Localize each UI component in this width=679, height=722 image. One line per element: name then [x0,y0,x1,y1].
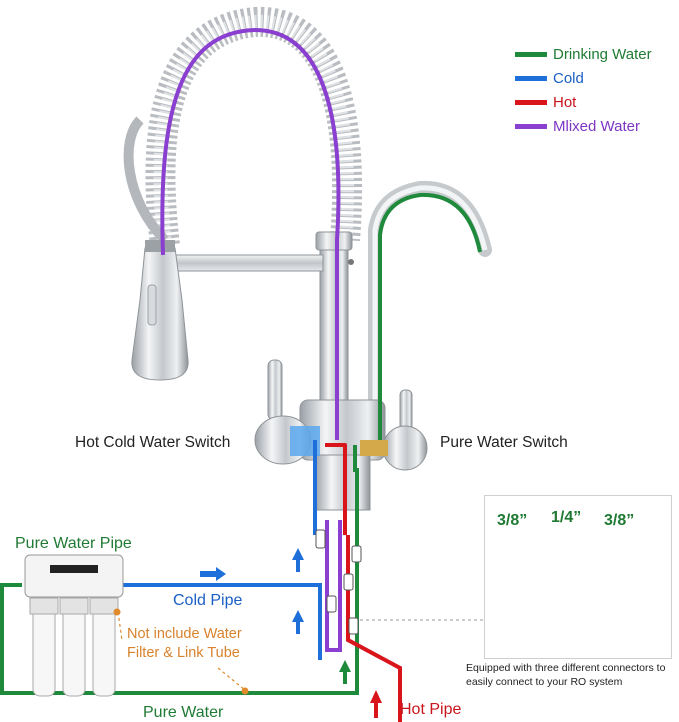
faucet-column [319,234,349,411]
hot-pipe-label: Hot Pipe [400,701,462,718]
legend-item-cold: Cold [515,66,652,90]
arrow-right-icon [200,567,226,581]
connector-size-right: 3/8” [604,512,635,529]
legend-swatch [515,51,547,57]
spray-head [131,247,189,381]
pure-water-label: Pure Water [143,704,224,721]
hot-cold-switch-label: Hot Cold Water Switch [75,434,231,451]
legend-label: Hot [553,93,577,111]
legend-swatch [515,75,547,81]
legend-label: Cold [553,69,584,87]
drinking-water-line [378,192,482,440]
hot-line [325,443,347,535]
legend-swatch [515,123,547,129]
legend-item-mixed-water: Mlixed Water [515,114,652,138]
pure-water-pipe-label: Pure Water Pipe [15,535,132,552]
connector-panel: 3/8” 1/4” 3/8” [484,495,672,659]
connector-size-left: 3/8” [497,512,528,529]
cold-pipe-line [120,583,322,660]
legend-item-drinking-water: Drinking Water [515,42,652,66]
cold-pipe-label: Cold Pipe [173,592,243,609]
spring-coil [145,6,363,247]
mixed-pipe-line [325,520,342,652]
pipes [0,445,402,722]
pure-water-line [0,445,359,695]
water-filter [24,554,249,697]
filter-note-label: Not include Water Filter & Link Tube [127,626,242,661]
legend-item-hot: Hot [515,90,652,114]
legend-label: Mlixed Water [553,117,640,135]
pure-water-switch-label: Pure Water Switch [440,434,568,451]
connector-note: Equipped with three different connectors… [466,662,666,688]
connector-size-middle: 1/4” [551,509,582,526]
arrow-up-icon [370,690,382,718]
arrow-up-icon [339,660,351,684]
flow-lines [160,28,482,535]
hot-cold-handle [267,359,283,421]
legend: Drinking Water Cold Hot Mlixed Water [515,42,652,138]
legend-label: Drinking Water [553,45,652,63]
arrow-up-icon [292,548,304,572]
flow-arrows [200,548,382,718]
mixed-water-line [160,28,341,440]
legend-swatch [515,99,547,105]
arrow-up-icon [292,610,304,634]
spray-arm [174,254,324,272]
